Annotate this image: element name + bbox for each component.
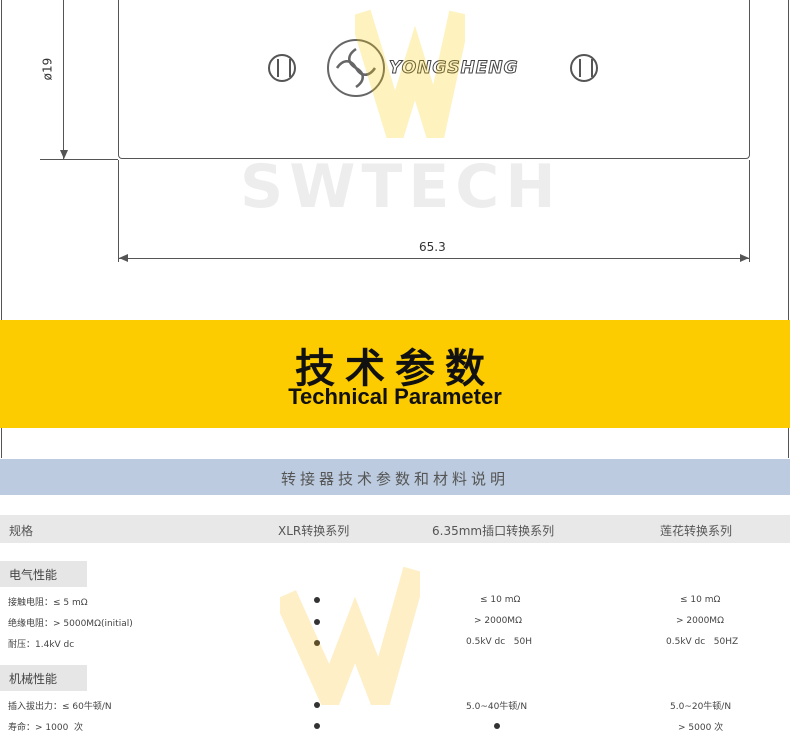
header-jack: 6.35mm插口转换系列 bbox=[432, 524, 555, 538]
table-cell-spec: 接触电阻：≤ 5 mΩ bbox=[8, 598, 88, 608]
screw-right-icon bbox=[570, 54, 598, 82]
section-mechanical-label: 机械性能 bbox=[9, 672, 58, 686]
length-dimension-line bbox=[118, 258, 750, 259]
section-electrical-label: 电气性能 bbox=[9, 568, 58, 582]
table-cell-rca: 5.0~20牛顿/N bbox=[670, 702, 732, 712]
banner-title-en: Technical Parameter bbox=[288, 384, 502, 409]
table-cell-xlr-dot bbox=[314, 723, 320, 729]
adapter-body-outline bbox=[118, 0, 750, 159]
header-rca: 莲花转换系列 bbox=[660, 524, 733, 538]
table-cell-rca: > 2000MΩ bbox=[676, 616, 724, 626]
table-cell-jack: 0.5kV dc 50H bbox=[466, 637, 533, 647]
table-cell-xlr-dot bbox=[314, 640, 320, 646]
frame-left-line bbox=[1, 0, 2, 320]
section-mechanical-bar bbox=[0, 665, 87, 691]
table-cell-spec: 绝缘电阻：> 5000MΩ(initial) bbox=[8, 619, 133, 629]
table-title: 转接器技术参数和材料说明 bbox=[280, 470, 509, 488]
table-cell-rca: > 5000 次 bbox=[678, 723, 724, 733]
frame-left-line-lower bbox=[1, 428, 2, 458]
table-cell-rca: 0.5kV dc 50HZ bbox=[666, 637, 739, 647]
table-cell-xlr-dot bbox=[314, 597, 320, 603]
table-title-bar bbox=[0, 459, 790, 495]
brand-logo-icon bbox=[327, 39, 385, 97]
length-arrow-right-icon bbox=[740, 254, 749, 262]
table-header-row bbox=[0, 515, 790, 543]
table-cell-jack: 5.0~40牛顿/N bbox=[466, 702, 528, 712]
table-cell-xlr-dot bbox=[314, 619, 320, 625]
table-cell-jack-dot bbox=[494, 723, 500, 729]
header-spec: 规格 bbox=[9, 524, 34, 538]
table-cell-spec: 插入拔出力：≤ 60牛顿/N bbox=[8, 702, 112, 712]
frame-right-line bbox=[788, 0, 789, 320]
brand-logo-text: YONGSHENG bbox=[389, 58, 519, 79]
frame-right-line-lower bbox=[788, 428, 789, 458]
table-cell-jack: > 2000MΩ bbox=[474, 616, 522, 626]
length-extension-right bbox=[749, 160, 750, 262]
table-cell-spec: 寿命：> 1000 次 bbox=[8, 723, 84, 733]
section-banner bbox=[0, 320, 790, 428]
length-extension-left bbox=[118, 160, 119, 262]
header-xlr: XLR转换系列 bbox=[278, 524, 350, 538]
watermark-text: SWTECH bbox=[240, 152, 562, 222]
length-label: 65.3 bbox=[419, 240, 446, 254]
banner-title-cn: 技术参数 bbox=[295, 346, 495, 392]
length-arrow-left-icon bbox=[119, 254, 128, 262]
screw-left-icon bbox=[268, 54, 296, 82]
table-cell-jack: ≤ 10 mΩ bbox=[480, 595, 521, 605]
diameter-dimension-line bbox=[63, 0, 64, 160]
section-electrical-bar bbox=[0, 561, 87, 587]
table-cell-spec: 耐压：1.4kV dc bbox=[8, 640, 75, 650]
table-cell-rca: ≤ 10 mΩ bbox=[680, 595, 721, 605]
diameter-arrow-icon bbox=[60, 150, 68, 159]
watermark-logo-icon bbox=[349, 8, 471, 172]
technical-drawing: ø19 YONGSHENG 65.3 SWTECH bbox=[0, 0, 790, 320]
diameter-label: ø19 bbox=[40, 57, 55, 81]
watermark-logo-icon bbox=[274, 565, 427, 734]
diameter-extension-line bbox=[40, 159, 118, 160]
table-cell-xlr-dot bbox=[314, 702, 320, 708]
